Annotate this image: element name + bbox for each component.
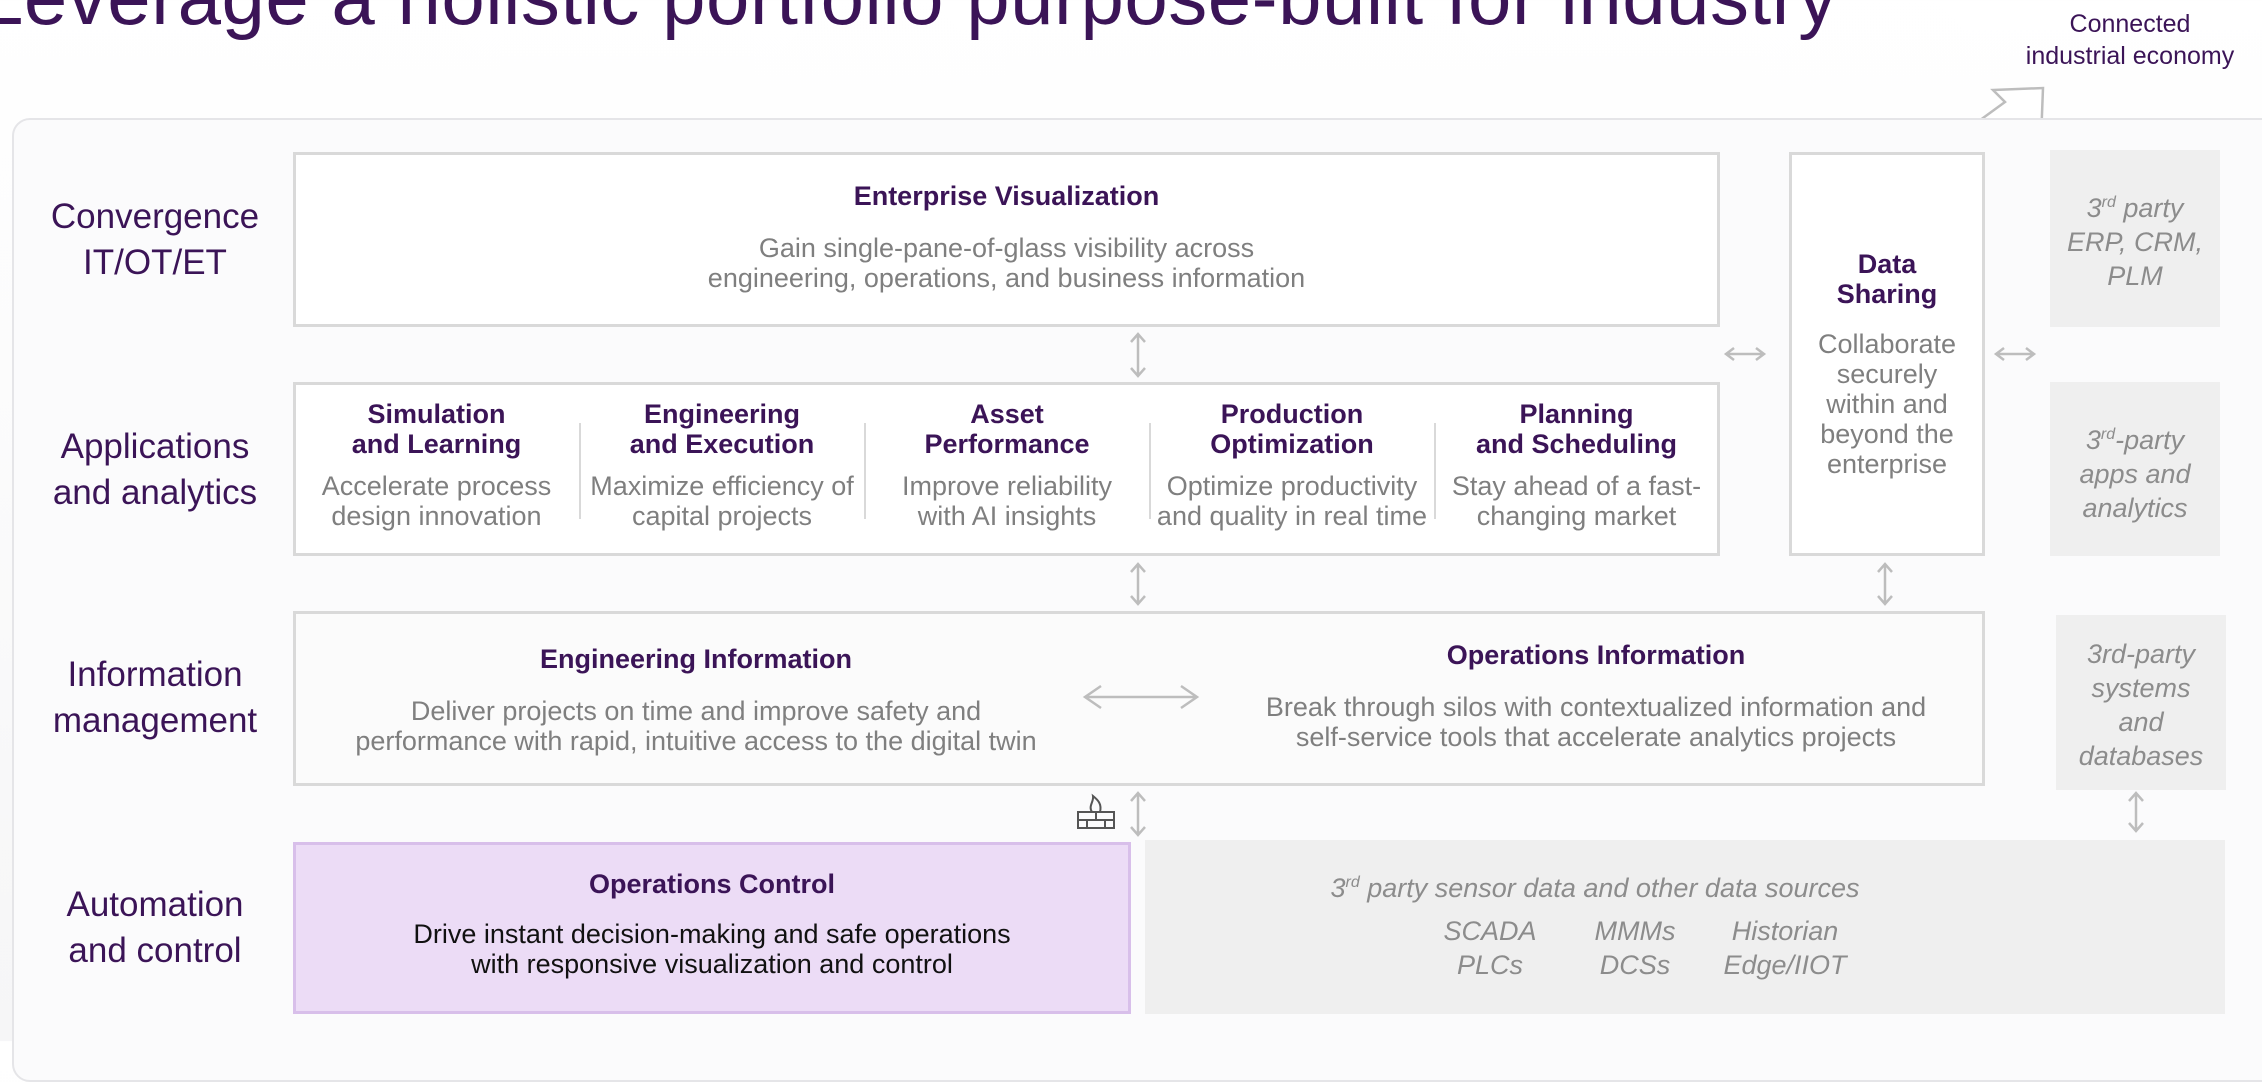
app-divider — [579, 423, 581, 519]
operations-information[interactable]: Operations Information Break through sil… — [1265, 640, 1927, 752]
enterprise-visualization-title: Enterprise Visualization — [853, 181, 1160, 211]
information-management-box: Engineering Information Deliver projects… — [293, 611, 1985, 786]
vertical-arrow-icon — [1130, 562, 1146, 606]
enterprise-visualization-box[interactable]: Enterprise Visualization Gain single-pan… — [293, 152, 1720, 327]
enterprise-visualization-desc: Gain single-pane-of-glass visibility acr… — [707, 233, 1306, 293]
vertical-arrow-icon — [1130, 791, 1146, 837]
app-divider — [1434, 423, 1436, 519]
bidirectional-arrow-icon — [1082, 684, 1200, 710]
app-divider — [864, 423, 866, 519]
vertical-arrow-icon — [1877, 562, 1893, 606]
horizontal-arrow-icon — [1723, 347, 1767, 361]
page-title: Leverage a holistic portfolio purpose-bu… — [0, 0, 1838, 43]
connected-economy-label: Connected industrial economy — [2025, 10, 2235, 70]
horizontal-arrow-icon — [1993, 347, 2037, 361]
firewall-icon — [1077, 793, 1115, 829]
app-divider — [1149, 423, 1151, 519]
third-party-apps-box: 3rd-party apps and analytics — [2050, 382, 2220, 556]
sensor-data-box: 3rd party sensor data and other data sou… — [1145, 840, 2225, 1014]
vertical-arrow-icon — [1130, 332, 1146, 378]
engineering-information[interactable]: Engineering Information Deliver projects… — [355, 644, 1037, 756]
third-party-erp-box: 3rd party ERP, CRM, PLM — [2050, 150, 2220, 327]
vertical-arrow-icon — [2128, 791, 2144, 833]
operations-control-box[interactable]: Operations Control Drive instant decisio… — [293, 842, 1131, 1014]
third-party-systems-box: 3rd-party systems and databases — [2056, 615, 2226, 790]
